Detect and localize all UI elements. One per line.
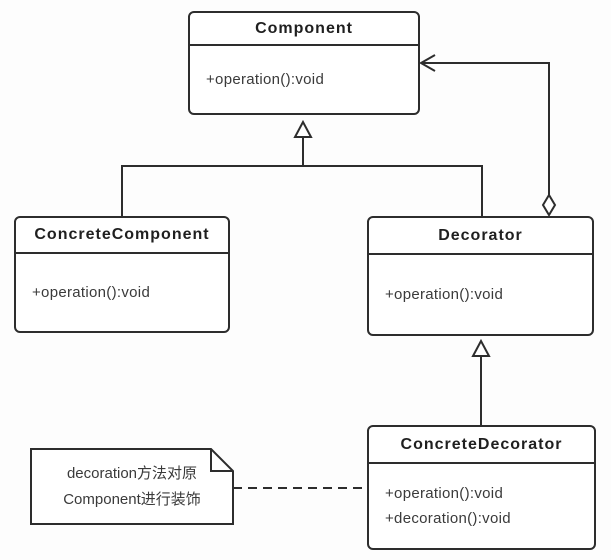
class-name-component: Component bbox=[190, 13, 418, 46]
class-methods-component: +operation():void bbox=[190, 46, 418, 113]
class-name-concrete-decorator: ConcreteDecorator bbox=[369, 427, 594, 464]
method-line: +operation():void bbox=[206, 71, 325, 88]
class-methods-concrete-decorator: +operation():void +decoration():void bbox=[369, 464, 594, 548]
class-methods-concrete-component: +operation():void bbox=[16, 254, 228, 331]
open-arrow-icon bbox=[418, 54, 436, 72]
note-text-line: Component进行装饰 bbox=[63, 490, 201, 508]
class-name-concrete-component: ConcreteComponent bbox=[16, 218, 228, 254]
class-methods-decorator: +operation():void bbox=[369, 255, 592, 334]
class-name-decorator: Decorator bbox=[369, 218, 592, 255]
class-box-decorator: Decorator +operation():void bbox=[367, 216, 594, 336]
class-box-component: Component +operation():void bbox=[188, 11, 420, 115]
aggregation-line bbox=[423, 62, 550, 195]
method-line: +decoration():void bbox=[385, 510, 511, 527]
hollow-triangle-arrow-icon bbox=[293, 119, 313, 138]
class-box-concrete-decorator: ConcreteDecorator +operation():void +dec… bbox=[367, 425, 596, 550]
generalization-tree-line bbox=[121, 137, 483, 216]
note-text-line: decoration方法对原 bbox=[66, 464, 198, 482]
method-line: +operation():void bbox=[385, 286, 504, 303]
hollow-diamond-icon bbox=[541, 193, 557, 217]
uml-note: decoration方法对原 Component进行装饰 bbox=[31, 449, 233, 524]
method-line: +operation():void bbox=[385, 485, 504, 502]
class-box-concrete-component: ConcreteComponent +operation():void bbox=[14, 216, 230, 333]
method-line: +operation():void bbox=[32, 284, 151, 301]
hollow-triangle-arrow-icon bbox=[471, 338, 491, 357]
